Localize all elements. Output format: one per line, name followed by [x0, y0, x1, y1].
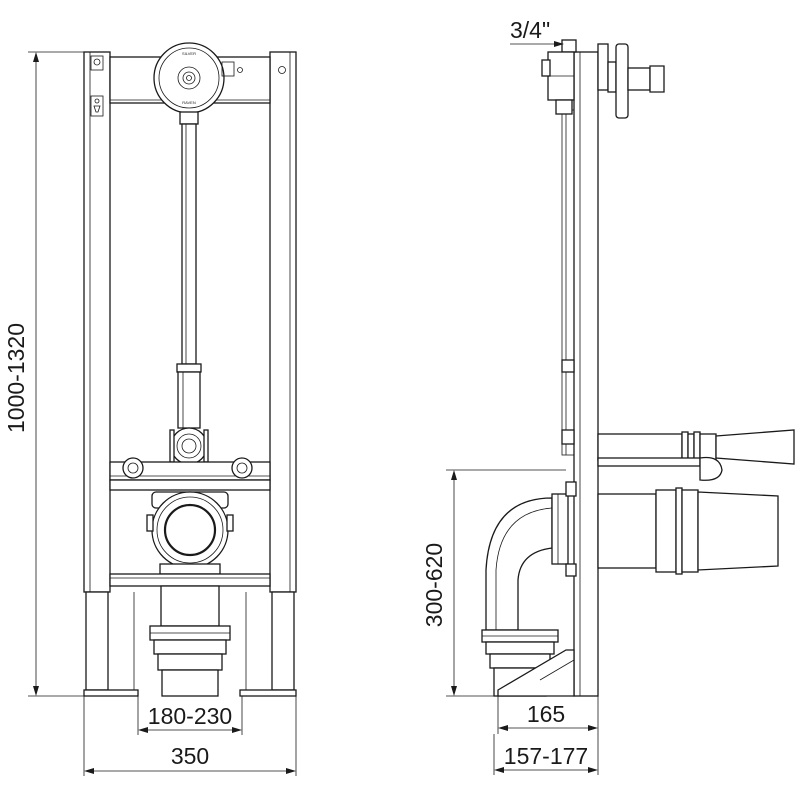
drain-height-label: 300-620	[421, 543, 447, 627]
side-frame-upright	[573, 51, 599, 697]
side-view: 3/4"	[481, 17, 795, 697]
front-view: SILVER RAVEN	[83, 42, 297, 697]
side-flush-connector	[597, 429, 795, 481]
front-dimensions: 1000-1320 180-230 350	[3, 51, 297, 776]
svg-text:RAVEN: RAVEN	[182, 100, 196, 105]
safety-label-icons	[90, 55, 104, 117]
drain-outlet	[146, 491, 234, 575]
side-top-valve	[541, 39, 609, 115]
flush-connector	[169, 427, 209, 465]
side-flush-plate	[607, 43, 665, 119]
depth-label: 165	[527, 701, 565, 727]
side-dimensions: 300-620 165 157-177	[421, 469, 599, 775]
cistern-inlet-disc: SILVER RAVEN	[153, 42, 243, 125]
mounting-bracket	[109, 457, 271, 491]
frame-right-upright	[239, 51, 297, 697]
side-cistern	[561, 109, 575, 456]
side-drain-pipe	[597, 487, 779, 575]
drain-pipe	[149, 585, 231, 697]
frame-width-label: 350	[171, 743, 209, 769]
flush-pipe	[176, 123, 202, 429]
inlet-size-label: 3/4"	[510, 17, 550, 43]
inlet-size-callout: 3/4"	[510, 17, 564, 47]
depth-range-label: 157-177	[504, 743, 588, 769]
svg-text:SILVER: SILVER	[182, 51, 196, 56]
drain-spacing-label: 180-230	[148, 703, 232, 729]
side-drain-elbow	[485, 481, 577, 631]
total-height-label: 1000-1320	[3, 323, 29, 433]
frame-left-upright	[83, 51, 139, 697]
side-foot-bracket	[497, 649, 575, 697]
lower-cross-rail	[109, 573, 271, 587]
